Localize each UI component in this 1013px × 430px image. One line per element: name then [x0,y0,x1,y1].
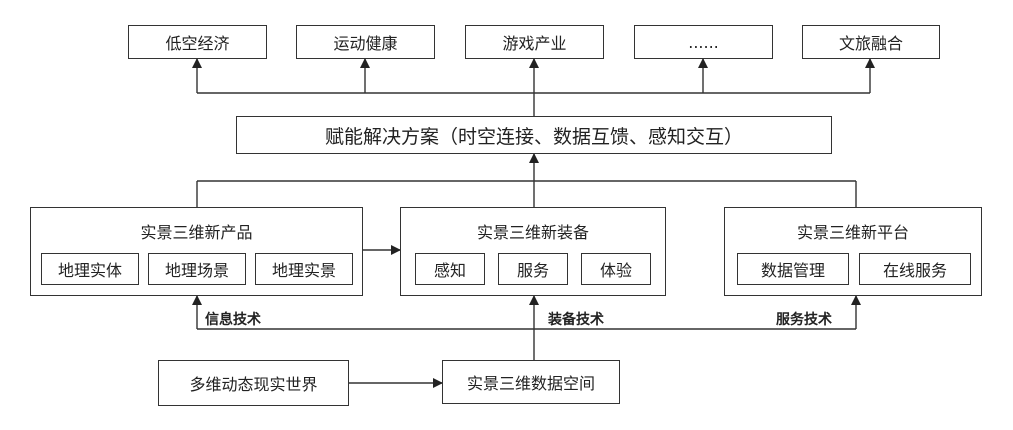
products-group-title: 实景三维新产品 [140,223,253,242]
outcome-label: 低空经济 [165,34,230,53]
product-item-label: 地理实景 [271,261,336,280]
outcome-label: 运动健康 [333,34,398,53]
platform-item-box: 在线服务 [859,253,971,285]
outcome-box-5: 文旅融合 [802,25,940,59]
outcome-label: 游戏产业 [502,34,567,53]
outcome-box-4: ...... [634,25,773,59]
equipment-item-box: 服务 [498,253,568,285]
outcome-box-1: 低空经济 [128,25,267,59]
real-world-box: 多维动态现实世界 [158,360,349,406]
equipment-item-label: 体验 [599,261,632,280]
platform-item-box: 数据管理 [737,253,849,285]
equipment-group-title: 实景三维新装备 [476,223,589,242]
equipment-group: 实景三维新装备 感知 服务 体验 [400,207,666,296]
equipment-item-label: 感知 [433,261,466,280]
service-tech-label: 服务技术 [776,312,832,328]
info-tech-label: 信息技术 [205,312,261,328]
outcome-label: 文旅融合 [838,34,903,53]
equip-tech-label: 装备技术 [548,312,604,328]
product-item-label: 地理实体 [57,261,122,280]
platform-item-label: 在线服务 [882,261,947,280]
data-space-label: 实景三维数据空间 [466,374,595,393]
equipment-item-box: 体验 [581,253,651,285]
solution-label: 赋能解决方案（时空连接、数据互馈、感知交互） [324,125,743,148]
platform-group: 实景三维新平台 数据管理 在线服务 [724,207,982,296]
solution-box: 赋能解决方案（时空连接、数据互馈、感知交互） [236,116,832,154]
products-group: 实景三维新产品 地理实体 地理场景 地理实景 [30,207,363,296]
outcome-box-3: 游戏产业 [465,25,604,59]
outcome-label: ...... [688,32,719,52]
outcome-box-2: 运动健康 [296,25,435,59]
platform-item-label: 数据管理 [760,261,825,280]
data-space-box: 实景三维数据空间 [442,360,620,404]
product-item-box: 地理场景 [148,253,246,285]
real-world-label: 多维动态现实世界 [189,375,318,394]
product-item-box: 地理实体 [41,253,139,285]
product-item-label: 地理场景 [164,261,229,280]
equipment-item-label: 服务 [516,261,549,280]
platform-group-title: 实景三维新平台 [796,223,909,242]
product-item-box: 地理实景 [255,253,353,285]
equipment-item-box: 感知 [415,253,485,285]
